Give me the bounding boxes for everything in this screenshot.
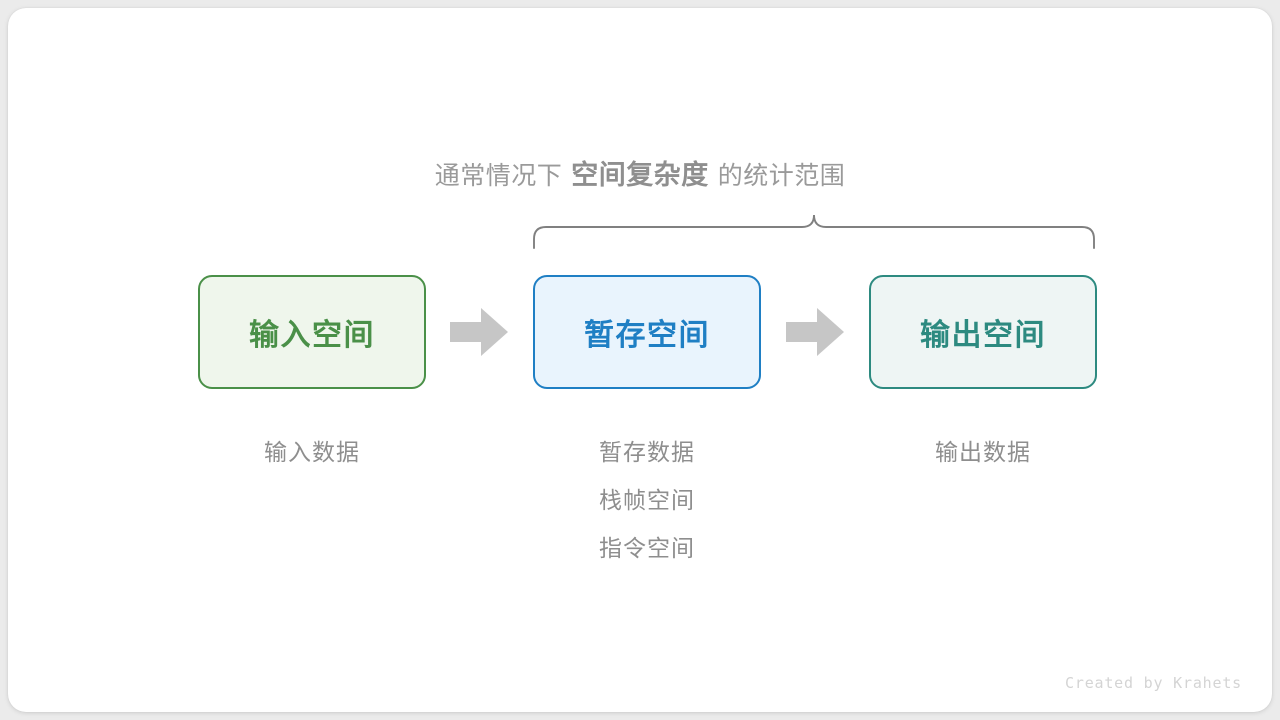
- sub-labels-output: 输出数据: [869, 428, 1097, 476]
- sub-label-item: 输出数据: [935, 439, 1031, 465]
- sub-label-item: 输入数据: [264, 439, 360, 465]
- stage-box-input[interactable]: 输入空间: [198, 275, 426, 389]
- sub-labels-temp: 暂存数据 栈帧空间 指令空间: [533, 428, 761, 572]
- sub-label-item: 指令空间: [599, 535, 695, 561]
- sub-label-item: 栈帧空间: [599, 487, 695, 513]
- caption-highlight: 空间复杂度: [571, 160, 709, 190]
- credit-text: Created by Krahets: [1065, 674, 1242, 692]
- caption-prefix: 通常情况下: [434, 162, 563, 190]
- curly-brace-icon: [533, 214, 1095, 249]
- arrow-temp-to-output-icon: [786, 308, 844, 356]
- stage-box-temp-label: 暂存空间: [584, 319, 710, 352]
- caption-suffix: 的统计范围: [717, 162, 846, 190]
- stage-box-output-label: 输出空间: [920, 319, 1046, 352]
- stage-box-output[interactable]: 输出空间: [869, 275, 1097, 389]
- stage-box-temp[interactable]: 暂存空间: [533, 275, 761, 389]
- sub-labels-input: 输入数据: [198, 428, 426, 476]
- arrow-input-to-temp-icon: [450, 308, 508, 356]
- stage-box-input-label: 输入空间: [249, 319, 375, 352]
- diagram-card: 通常情况下空间复杂度的统计范围 输入空间 暂存空间 输出空间 输入数据 暂存数据…: [8, 8, 1272, 712]
- sub-label-item: 暂存数据: [599, 439, 695, 465]
- brace-caption: 通常情况下空间复杂度的统计范围: [8, 156, 1272, 195]
